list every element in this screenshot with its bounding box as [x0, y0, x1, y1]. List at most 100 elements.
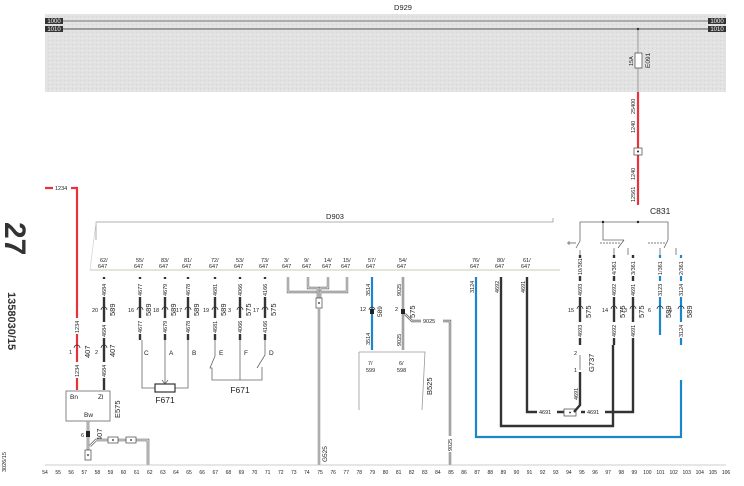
svg-text:1/361: 1/361 [658, 261, 664, 275]
grid-number: 105 [709, 470, 718, 476]
component-b525: 7/ 599 6/ 598 B525 [358, 351, 434, 411]
svg-text:4681: 4681 [213, 321, 219, 333]
document-number: 1358030/15 [5, 292, 17, 350]
svg-text:12561: 12561 [631, 187, 637, 202]
svg-text:647: 647 [495, 264, 504, 270]
wire-3514: 3514 12 589 3514 [360, 277, 384, 350]
svg-text:647: 647 [282, 264, 291, 270]
svg-text:4684: 4684 [102, 284, 108, 296]
grid-number: 65 [186, 470, 192, 476]
svg-text:1: 1 [574, 368, 577, 374]
svg-text:4678: 4678 [186, 321, 192, 333]
svg-text:2: 2 [395, 307, 398, 313]
grid-number: 89 [501, 470, 507, 476]
svg-text:575: 575 [244, 303, 253, 316]
svg-text:15/: 15/ [343, 258, 351, 264]
grid-number: 102 [669, 470, 678, 476]
svg-text:647: 647 [134, 264, 143, 270]
svg-text:6/: 6/ [399, 361, 404, 367]
component-f671-pot: F671 [141, 340, 189, 405]
switch-c831: C831 [567, 206, 677, 255]
grid-number: 57 [82, 470, 88, 476]
svg-text:1010: 1010 [47, 27, 61, 33]
svg-text:3124: 3124 [679, 284, 685, 296]
svg-text:4684: 4684 [102, 325, 108, 337]
grid-number: 84 [435, 470, 441, 476]
svg-text:647: 647 [302, 264, 311, 270]
panel-title: D929 [394, 3, 412, 12]
grid-number: 87 [474, 470, 480, 476]
grid-number: 74 [304, 470, 310, 476]
svg-text:6: 6 [81, 433, 84, 439]
svg-text:4066: 4066 [238, 321, 244, 333]
svg-text:E: E [219, 350, 224, 357]
svg-text:2/361: 2/361 [679, 261, 685, 275]
svg-text:53/: 53/ [236, 258, 244, 264]
svg-text:647: 647 [159, 264, 168, 270]
grid-number: 101 [656, 470, 665, 476]
svg-text:Bn: Bn [70, 394, 78, 401]
d903-pin: 81/647 [182, 258, 192, 270]
svg-text:4692: 4692 [612, 325, 618, 337]
svg-text:2: 2 [95, 350, 98, 356]
grid-number: 106 [722, 470, 731, 476]
svg-text:647: 647 [397, 264, 406, 270]
grid-number: 94 [566, 470, 572, 476]
svg-text:D: D [269, 350, 274, 357]
svg-text:20: 20 [92, 308, 98, 314]
svg-text:19: 19 [203, 308, 209, 314]
svg-text:F: F [244, 350, 248, 357]
svg-text:3124: 3124 [679, 325, 685, 337]
grid-number: 72 [278, 470, 284, 476]
svg-text:4693: 4693 [578, 325, 584, 337]
grid-number: 66 [199, 470, 205, 476]
wire-9025: 9025 2 575 9025 9025 9025 [395, 277, 454, 465]
svg-text:3123: 3123 [658, 284, 664, 296]
ground-g525: G525 [322, 446, 329, 462]
grid-number: 56 [68, 470, 74, 476]
svg-text:16: 16 [128, 308, 134, 314]
svg-text:4677: 4677 [138, 284, 144, 296]
grid-number: 55 [55, 470, 61, 476]
svg-text:599: 599 [366, 368, 375, 374]
bus-label-1000-right: 1000 [708, 18, 726, 25]
grid-number: 76 [330, 470, 336, 476]
svg-text:1240: 1240 [631, 168, 637, 180]
svg-text:57/: 57/ [368, 258, 376, 264]
grid-number: 64 [173, 470, 179, 476]
grid-number: 83 [422, 470, 428, 476]
svg-text:647: 647 [98, 264, 107, 270]
svg-text:73/: 73/ [261, 258, 269, 264]
svg-text:4/361: 4/361 [612, 261, 618, 275]
wire-4692: 4692 [495, 277, 615, 428]
svg-text:83/: 83/ [161, 258, 169, 264]
component-e575: Bn Zl Bw E575 6 407 [65, 390, 150, 465]
svg-text:589: 589 [685, 305, 694, 318]
svg-text:54/: 54/ [399, 258, 407, 264]
fuse-name: E091 [645, 52, 652, 68]
d903-pin: 53/647 [234, 258, 244, 270]
svg-text:589: 589 [219, 303, 228, 316]
svg-text:589: 589 [144, 303, 153, 316]
d903-pin: 55/647 [134, 258, 144, 270]
grid-number: 97 [605, 470, 611, 476]
grid-number: 90 [514, 470, 520, 476]
svg-text:575: 575 [408, 305, 417, 318]
grid-number: 60 [121, 470, 127, 476]
control-unit-d903: D903 [89, 212, 560, 271]
wire-4691: 4691 4691 4691 [521, 277, 635, 417]
svg-text:1000: 1000 [710, 19, 724, 25]
svg-text:575: 575 [584, 305, 593, 318]
svg-text:3124: 3124 [470, 281, 476, 293]
grid-number: 93 [553, 470, 559, 476]
grid-number: 104 [696, 470, 705, 476]
